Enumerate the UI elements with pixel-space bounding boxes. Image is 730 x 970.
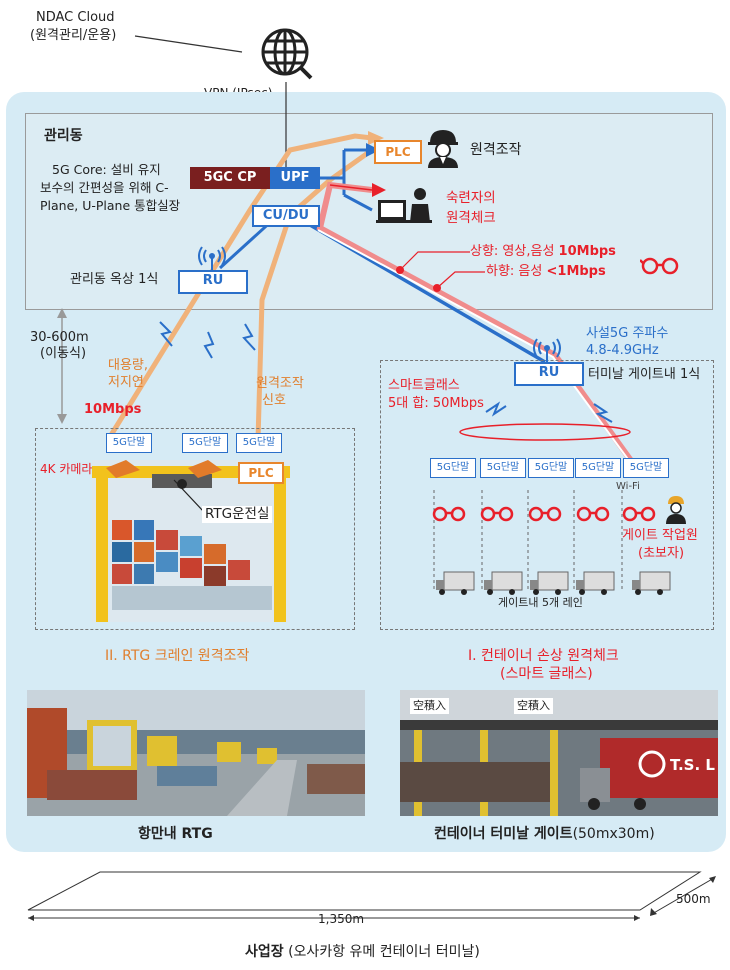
remote-control-label: 원격조작	[470, 142, 522, 158]
glasses-label-2: 5대 합: 50Mbps	[388, 396, 484, 411]
gate-photo-caption: 컨테이너 터미날 게이트(50mx30m)	[434, 826, 655, 842]
ndac-cloud-label: NDAC Cloud	[36, 10, 115, 25]
rtg-terminal-1: 5G단말	[106, 433, 152, 453]
operator-helmet-icon	[428, 130, 458, 168]
mgmt-title: 관리동	[44, 128, 83, 144]
antenna-icon	[198, 246, 226, 270]
downlink-label: 하향: 음성 <1Mbps	[486, 264, 606, 279]
mgmt-desc-3: Plane, U-Plane 통합실장	[40, 198, 181, 213]
gate-worker-icon	[666, 496, 686, 524]
gate-terminal-1: 5G단말	[430, 458, 476, 478]
gate-section-title-1: I. 컨테이너 손상 원격체크	[468, 648, 619, 664]
site-caption: 사업장 (오사카항 유메 컨테이너 터미날)	[245, 944, 480, 960]
globe-icon	[261, 28, 313, 80]
gate-ru-box: RU	[514, 362, 584, 386]
gate-terminal-5: 5G단말	[623, 458, 669, 478]
gate-antenna-icon	[533, 338, 561, 362]
gate-ru-label: 터미날 게이트내 1식	[588, 367, 701, 382]
expert-computer-icon	[376, 188, 432, 223]
gate-terminal-3: 5G단말	[528, 458, 574, 478]
smart-glasses-icon	[640, 257, 679, 275]
terminal-gate-photo: 空積入 空積入 T.S. L	[400, 690, 718, 816]
port-rtg-photo	[27, 690, 365, 816]
capacity-label-1: 대용량,	[108, 358, 149, 373]
distance-label: 30-600m	[30, 330, 89, 345]
site-width-label: 1,350m	[318, 912, 365, 926]
gate-section-title-2: (스마트 글래스)	[500, 666, 593, 682]
site-depth-label: 500m	[676, 892, 711, 906]
camera-icons	[106, 460, 222, 478]
worker-glasses-icons	[432, 506, 656, 522]
rtg-crane-image	[92, 460, 290, 622]
cabin-pointer	[173, 479, 205, 513]
cabin-label: RTG운전실	[202, 506, 273, 523]
gate-terminal-4: 5G단말	[575, 458, 621, 478]
frequency-label-1: 사설5G 주파수	[586, 326, 669, 341]
worker-label-1: 게이트 작업원	[622, 528, 698, 543]
signal-label-2: 신호	[262, 393, 286, 408]
signal-label-1: 원격조작	[256, 376, 304, 391]
worker-label-2: (초보자)	[638, 546, 685, 561]
upf-box: UPF	[270, 167, 320, 189]
mgmt-desc-1: 5G Core: 설비 유지	[52, 162, 161, 177]
expert-label-1: 숙련자의	[446, 190, 496, 206]
truck-brand-text: T.S. L	[670, 756, 715, 774]
rtg-plc-box: PLC	[238, 462, 284, 484]
frequency-label-2: 4.8-4.9GHz	[586, 343, 659, 358]
lanes-label: 게이트내 5개 레인	[498, 596, 583, 609]
truck-icons	[436, 571, 671, 595]
rtg-section-title: II. RTG 크레인 원격조작	[105, 648, 250, 664]
rtg-area-box	[35, 428, 355, 630]
gate-terminal-2: 5G단말	[480, 458, 526, 478]
site-area-diagram	[27, 871, 716, 921]
rtg-photo-caption: 항만내 RTG	[138, 826, 213, 842]
wifi-label: Wi-Fi	[616, 481, 640, 492]
roof-ru-box: RU	[178, 270, 248, 294]
mgmt-desc-2: 보수의 간편성을 위해 C-	[40, 180, 169, 195]
uplink-label: 상향: 영상,음성 10Mbps	[470, 244, 616, 259]
distance-sublabel: (이동식)	[40, 346, 87, 361]
cudu-box: CU/DU	[252, 205, 320, 227]
roof-label: 관리동 옥상 1식	[70, 272, 159, 287]
core-cp-box: 5GC CP	[190, 167, 270, 189]
mgmt-plc-box: PLC	[374, 140, 422, 164]
expert-label-2: 원격체크	[446, 210, 496, 226]
lane-dividers	[433, 490, 623, 590]
gate-sign-1: 空積入	[410, 698, 449, 714]
glasses-label-1: 스마트글래스	[388, 378, 460, 393]
gate-sign-2: 空積入	[514, 698, 553, 714]
rtg-terminal-2: 5G단말	[182, 433, 228, 453]
rtg-terminal-3: 5G단말	[236, 433, 282, 453]
rtg-rate-label: 10Mbps	[84, 402, 142, 417]
cloud-connector-line	[134, 35, 243, 53]
ndac-cloud-sublabel: (원격관리/운용)	[30, 28, 117, 43]
camera-label: 4K 카메라	[40, 462, 93, 476]
capacity-label-2: 저지연	[108, 375, 144, 390]
